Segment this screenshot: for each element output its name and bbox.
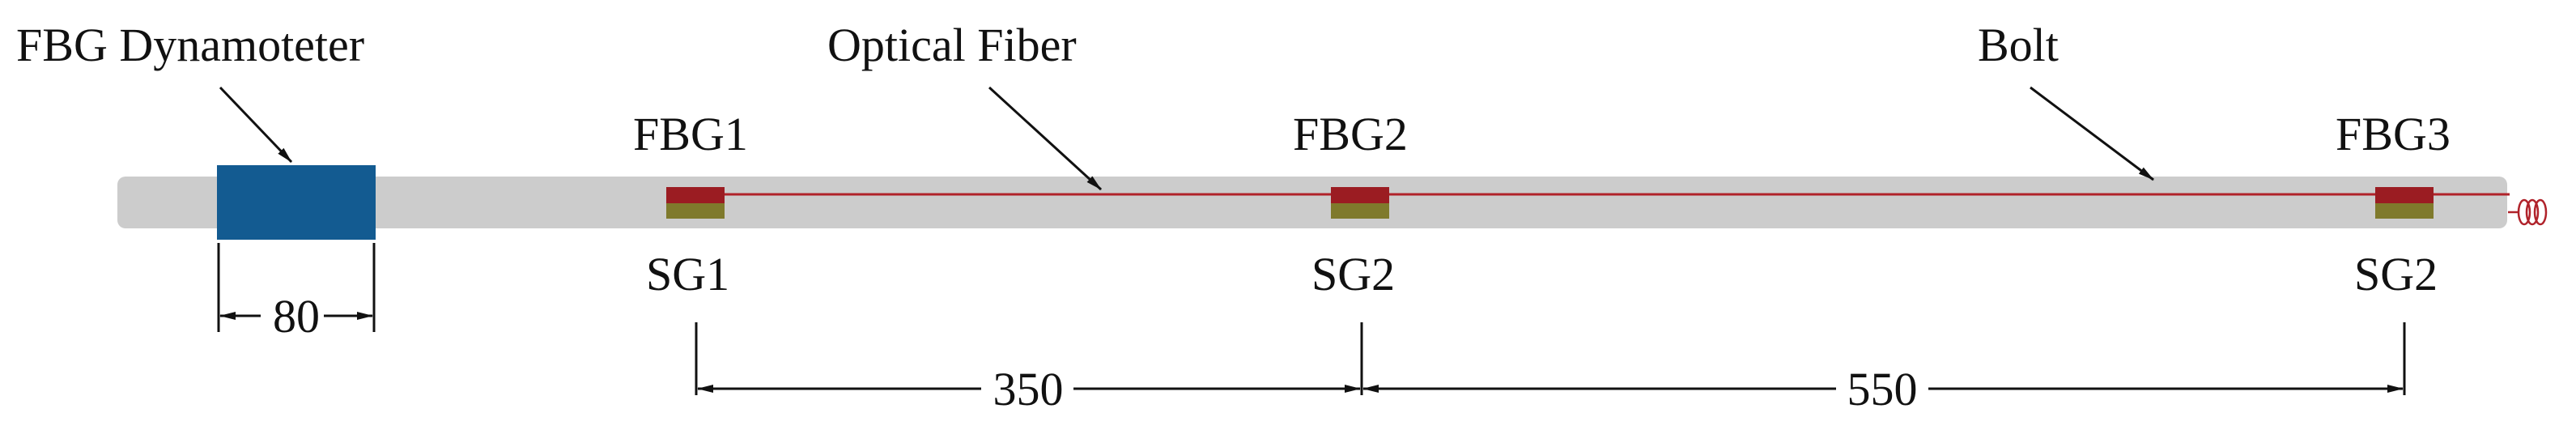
dynamometer-block — [217, 165, 376, 240]
dynamometer-leader-arrow — [219, 86, 293, 164]
dynamometer-label: FBG Dynamoteter — [16, 19, 364, 71]
fbg3-label: FBG3 — [2336, 108, 2451, 160]
fiber-coil-icon — [2508, 198, 2548, 226]
sg2-label: SG2 — [1311, 248, 1395, 300]
optical-fiber-leader-arrow — [988, 86, 1103, 191]
optical-fiber-label: Optical Fiber — [827, 19, 1077, 71]
sensor-3 — [2375, 187, 2434, 219]
bolt-leader-arrow — [2030, 86, 2154, 181]
dim-value-550: 550 — [1847, 363, 1918, 415]
sg3-label: SG2 — [2354, 248, 2438, 300]
bolt-body — [117, 177, 2507, 228]
sensor-2 — [1331, 187, 1389, 219]
bolt-label: Bolt — [1978, 19, 2059, 71]
dim-value-dynamometer: 80 — [273, 290, 320, 343]
sensor-1 — [666, 187, 725, 219]
sg1-label: SG1 — [646, 248, 729, 300]
dim-value-350: 350 — [993, 363, 1064, 415]
fbg1-label: FBG1 — [633, 108, 748, 160]
fbg2-label: FBG2 — [1293, 108, 1408, 160]
